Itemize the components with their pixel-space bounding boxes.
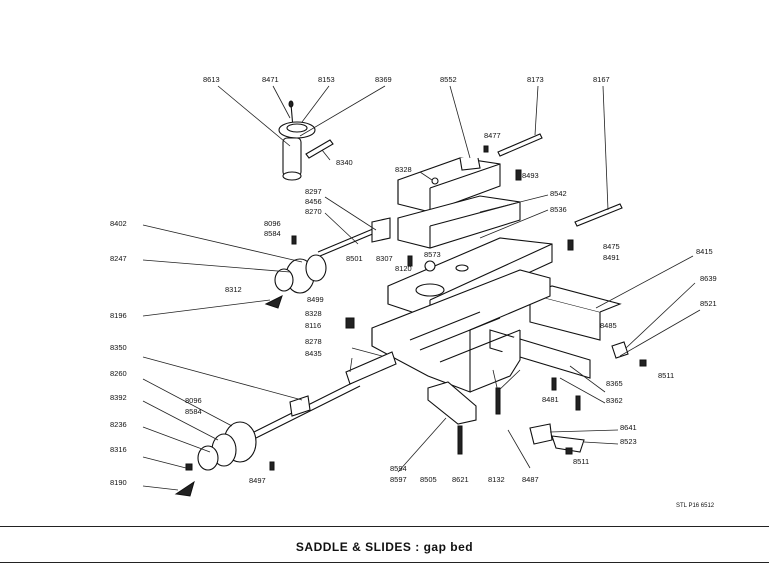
part-label: 8435 (305, 349, 322, 358)
part-label: 8236 (110, 420, 127, 429)
part-label: 8511 (658, 371, 674, 380)
caption-bottom-rule (0, 562, 769, 563)
part-label: 8523 (620, 437, 637, 446)
part-label: 8475 (603, 242, 620, 251)
part-label: 8485 (600, 321, 617, 330)
part-label: 8584 (264, 229, 281, 238)
part-label: 8307 (376, 254, 393, 263)
part-label: 8511 (573, 457, 589, 466)
saddle (371, 269, 551, 393)
part-label: 8328 (395, 165, 412, 174)
part-label: 8132 (488, 475, 505, 484)
part-label: 8477 (484, 131, 501, 140)
part-label: 8521 (700, 299, 717, 308)
part-label: 8247 (110, 254, 127, 263)
part-label: 8120 (395, 264, 412, 273)
part-label: 8312 (225, 285, 242, 294)
part-label: 8471 (262, 75, 279, 84)
part-label: 8573 (424, 250, 441, 259)
leader-lines (142, 85, 701, 491)
page-caption: SADDLE & SLIDES : gap bed (295, 540, 474, 554)
part-label: 8641 (620, 423, 637, 432)
part-label: 8487 (522, 475, 539, 484)
part-label: 8552 (440, 75, 457, 84)
part-label: 8481 (542, 395, 559, 404)
part-label: 8362 (606, 396, 623, 405)
handwheel-lower (174, 421, 257, 497)
part-label: 8501 (346, 254, 363, 263)
part-label: 8278 (305, 337, 322, 346)
part-label: 8392 (110, 393, 127, 402)
part-label: 8594 (390, 464, 407, 473)
part-label: 8613 (203, 75, 220, 84)
part-label: 8621 (452, 475, 469, 484)
part-label: 8167 (593, 75, 610, 84)
part-label: 8505 (420, 475, 437, 484)
part-label: 8597 (390, 475, 407, 484)
part-label: 8190 (110, 478, 127, 487)
leadscrew-upper (317, 217, 391, 257)
part-label: 8116 (305, 321, 321, 330)
part-label: 8297 (305, 187, 322, 196)
part-labels: 8613 8471 8153 8369 8552 8173 8167 8477 … (110, 75, 717, 487)
swivel-plate (387, 237, 553, 319)
part-label: 8639 (700, 274, 717, 283)
key-8340 (305, 139, 334, 159)
part-label: 8153 (318, 75, 335, 84)
part-label: 8456 (305, 197, 322, 206)
part-label: 8542 (550, 189, 567, 198)
part-label: 8328 (305, 309, 322, 318)
part-label: 8350 (110, 343, 127, 352)
part-label: 8260 (110, 369, 127, 378)
top-slide (397, 157, 521, 249)
part-label: 8270 (305, 207, 322, 216)
caption-top-rule (0, 526, 769, 527)
part-label: 8316 (110, 445, 127, 454)
part-label: 8497 (249, 476, 266, 485)
clamp-plate-8594 (427, 381, 477, 425)
part-label: 8584 (185, 407, 202, 416)
part-label: 8499 (307, 295, 324, 304)
handwheel-upper (278, 100, 316, 181)
drawing-reference: STL P16 6512 (676, 503, 715, 509)
part-label: 8196 (110, 311, 127, 320)
part-label: 8096 (264, 219, 281, 228)
leadscrew-lower (253, 351, 397, 439)
part-label: 8491 (603, 253, 620, 262)
part-label: 8415 (696, 247, 713, 256)
part-label: 8493 (522, 171, 539, 180)
part-label: 8096 (185, 396, 202, 405)
gib-strip-8167 (574, 203, 623, 227)
handwheel-mid (264, 254, 327, 309)
part-label: 8365 (606, 379, 623, 388)
part-label: 8536 (550, 205, 567, 214)
part-label: 8173 (527, 75, 544, 84)
part-label: 8369 (375, 75, 392, 84)
gib-strip-8173 (497, 133, 543, 157)
part-label: 8340 (336, 158, 353, 167)
part-label: 8402 (110, 219, 127, 228)
